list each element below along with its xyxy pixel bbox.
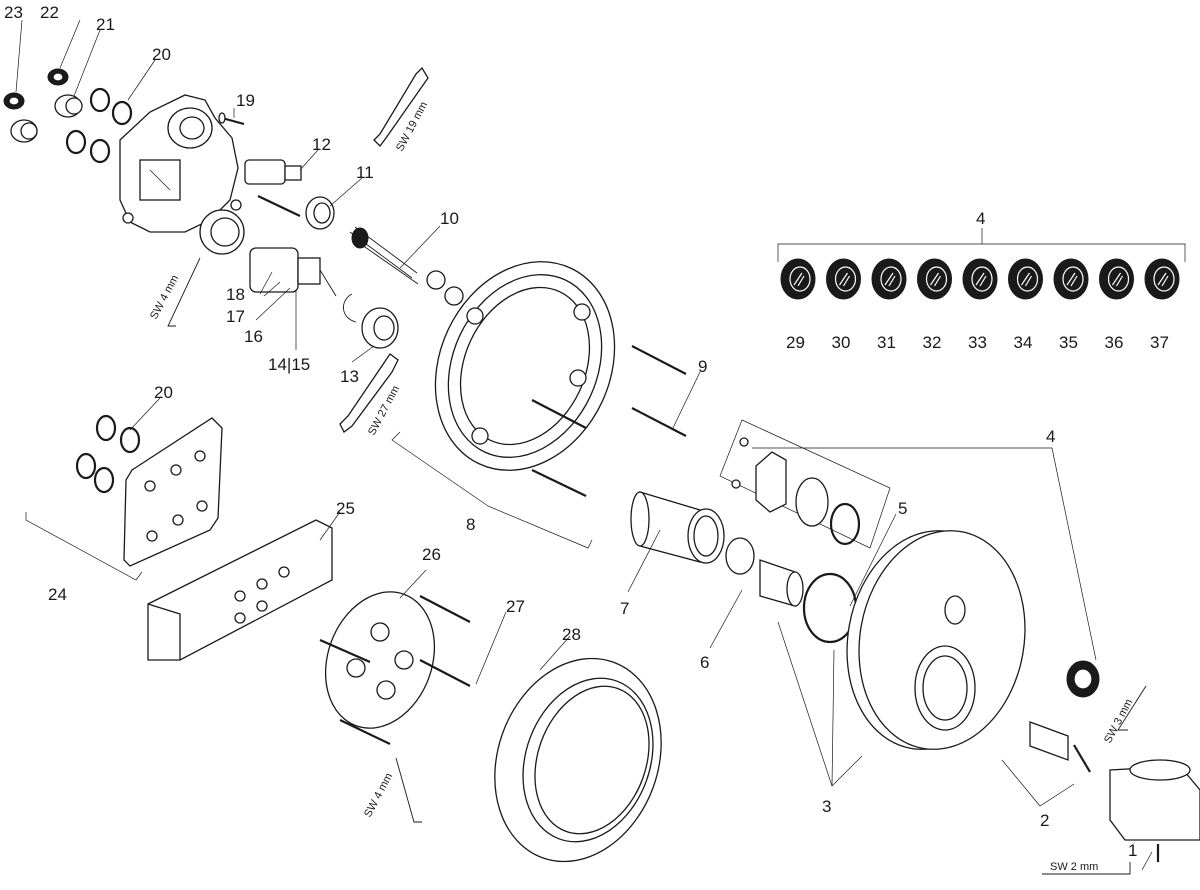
label-14-15: 14|15	[268, 355, 310, 374]
label-36: 36	[1105, 333, 1124, 352]
label-13: 13	[340, 367, 359, 386]
button-35	[1053, 258, 1089, 300]
label-26: 26	[422, 545, 441, 564]
part-20-orings-top	[65, 87, 133, 164]
part-22-nut	[47, 68, 69, 86]
part-12-cartridge	[244, 159, 302, 217]
valve-body	[119, 94, 245, 255]
label-1: 1	[1128, 841, 1137, 860]
label-35: 35	[1059, 333, 1078, 352]
label-2: 2	[1040, 811, 1049, 830]
label-28: 28	[562, 625, 581, 644]
label-18: 18	[226, 285, 245, 304]
label-37: 37	[1150, 333, 1169, 352]
label-5: 5	[898, 499, 907, 518]
button-37	[1144, 258, 1180, 300]
allen-key-sw4-top-icon	[167, 257, 201, 327]
button-33	[962, 258, 998, 300]
label-25: 25	[336, 499, 355, 518]
part-19-screw	[218, 112, 245, 126]
label-4-right: 4	[1046, 427, 1055, 446]
part-2-handle	[1029, 721, 1200, 841]
label-3: 3	[822, 797, 831, 816]
label-32: 32	[923, 333, 942, 352]
part-5-box	[719, 419, 891, 549]
part-3-cover-plate	[846, 530, 1026, 750]
tool-sw2-label: SW 2 mm	[1050, 861, 1098, 873]
label-21: 21	[96, 15, 115, 34]
label-19: 19	[236, 91, 255, 110]
part-26-flange	[319, 591, 471, 745]
part-11-nut	[305, 196, 335, 230]
label-12: 12	[312, 135, 331, 154]
label-27: 27	[506, 597, 525, 616]
label-6: 6	[700, 653, 709, 672]
part-16-cartridge	[249, 247, 357, 323]
label-9: 9	[698, 357, 707, 376]
label-4-top: 4	[976, 209, 985, 228]
allen-key-sw3-icon	[1117, 685, 1147, 731]
tool-sw4-bottom-label: SW 4 mm	[362, 771, 395, 819]
leader-lines	[15, 19, 1153, 871]
part-24-mounting-plate	[123, 417, 223, 567]
button-31	[871, 258, 907, 300]
part-4-button-small	[1066, 660, 1100, 698]
label-16: 16	[244, 327, 263, 346]
label-33: 33	[968, 333, 987, 352]
part-labels: 23 22 21 20 19 12 11 10 18 17 16 14|15 1…	[4, 3, 1137, 860]
label-17: 17	[226, 307, 245, 326]
label-30: 30	[832, 333, 851, 352]
label-22: 22	[40, 3, 59, 22]
label-10: 10	[440, 209, 459, 228]
part-9-screws	[531, 345, 687, 497]
wrench-sw27-icon	[339, 353, 399, 433]
button-29	[780, 258, 816, 300]
label-34: 34	[1014, 333, 1033, 352]
label-11: 11	[356, 163, 374, 182]
tool-sw3-label: SW 3 mm	[1102, 697, 1135, 745]
label-20-top: 20	[152, 45, 171, 64]
part-23-nut	[3, 92, 38, 143]
wrench-sw19-icon	[373, 66, 429, 147]
part-21-sleeve	[54, 94, 83, 118]
part-13-nut	[361, 307, 399, 349]
button-32	[917, 258, 952, 300]
button-34	[1008, 258, 1043, 300]
part-10-spindle	[349, 226, 464, 306]
part-20-orings-bottom	[75, 414, 141, 494]
button-36	[1099, 258, 1134, 300]
allen-key-sw4-bottom-icon	[395, 757, 422, 823]
label-23: 23	[4, 3, 23, 22]
part-25-bracket	[147, 519, 333, 661]
bracket-24	[25, 512, 143, 581]
part-8-mounting-ring	[434, 261, 616, 471]
label-7: 7	[620, 599, 629, 618]
label-24: 24	[48, 585, 67, 604]
label-31: 31	[877, 333, 896, 352]
part-7-sleeve	[630, 491, 725, 564]
button-30	[826, 258, 861, 300]
label-8: 8	[466, 515, 475, 534]
tool-sw4-top-label: SW 4 mm	[148, 273, 181, 321]
label-29: 29	[786, 333, 805, 352]
part-6-adapter	[725, 537, 804, 607]
allen-key-sw2-icon	[1042, 862, 1131, 875]
label-20-bottom: 20	[154, 383, 173, 402]
bracket-4-top	[777, 228, 1186, 262]
part-28-extension-ring	[494, 657, 662, 863]
